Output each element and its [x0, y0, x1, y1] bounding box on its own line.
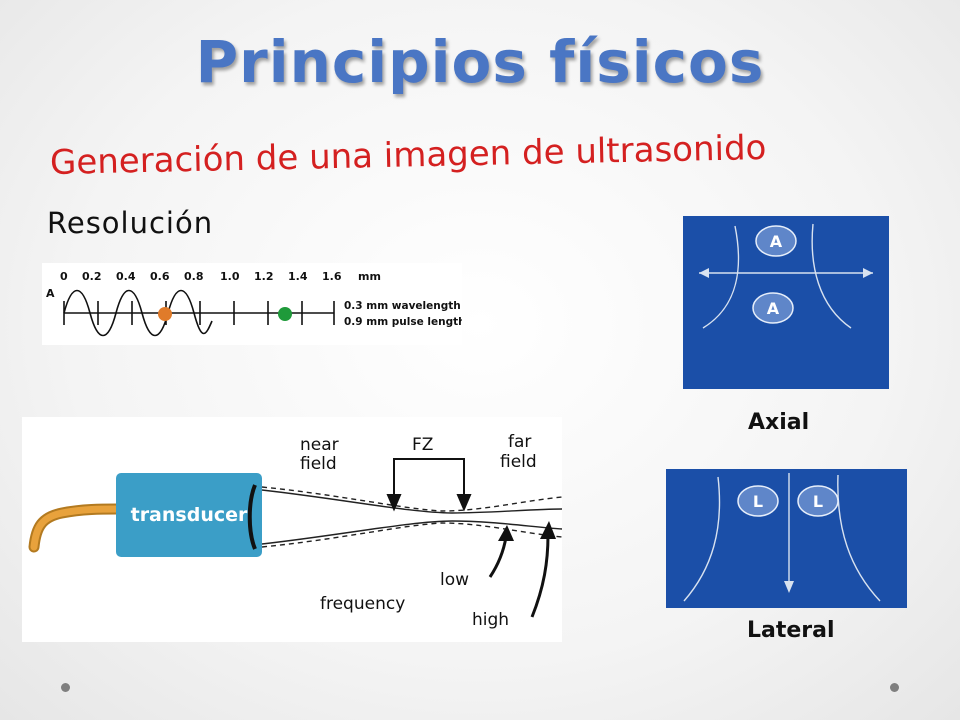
far-field-label-2: field	[500, 452, 537, 472]
tick-label: 1.0	[220, 270, 240, 283]
slide-corner-dot-right	[890, 683, 899, 692]
near-field-label: near	[300, 435, 339, 455]
legend-wavelength: 0.3 mm wavelength	[344, 300, 461, 312]
axial-resolution-panel: A A	[683, 216, 889, 389]
fz-label: FZ	[412, 435, 433, 455]
transducer-body	[116, 473, 262, 557]
lateral-marker-right: L	[813, 492, 823, 511]
beam-lines	[261, 486, 562, 548]
high-frequency-arrow	[530, 534, 550, 618]
far-field-label: far	[508, 432, 531, 452]
beam-figure: transducer near field FZ far field low f…	[22, 417, 562, 642]
tick-label: 0	[60, 270, 68, 283]
transducer-face	[247, 484, 257, 550]
tick-labels: 0 0.2 0.4 0.6 0.8 1.0 1.2 1.4 1.6 mm A	[46, 270, 381, 300]
lateral-target-left	[737, 485, 779, 517]
tick-label: 0.6	[150, 270, 170, 283]
axial-marker-bottom: A	[767, 299, 780, 318]
slide-title: Principios físicos	[195, 28, 765, 96]
tick-label: 1.2	[254, 270, 274, 283]
high-label: high	[472, 610, 509, 630]
low-frequency-arrow	[488, 536, 508, 578]
axial-target-top	[755, 225, 797, 257]
amplitude-label: A	[46, 287, 55, 300]
pulse-wave	[63, 289, 213, 337]
tick-label: 0.8	[184, 270, 204, 283]
lateral-marker-left: L	[753, 492, 763, 511]
tick-label: 1.4	[288, 270, 308, 283]
near-field-label-2: field	[300, 454, 337, 474]
axial-marker-top: A	[770, 232, 783, 251]
tick-label: 1.6	[322, 270, 342, 283]
lateral-target-right	[797, 485, 839, 517]
transducer-label: transducer	[131, 504, 248, 526]
tick-label: 0.2	[82, 270, 102, 283]
wave-start-dot	[158, 307, 172, 321]
focal-zone-bracket	[386, 458, 472, 512]
axis-unit: mm	[358, 270, 381, 283]
wavelength-figure: 0 0.2 0.4 0.6 0.8 1.0 1.2 1.4 1.6 mm A 0…	[42, 263, 462, 345]
axial-caption: Axial	[748, 410, 810, 435]
tick-label: 0.4	[116, 270, 136, 283]
lateral-caption: Lateral	[747, 618, 835, 643]
lateral-resolution-panel: L L	[666, 469, 907, 608]
legend-pulse-length: 0.9 mm pulse length	[344, 316, 462, 328]
slide-subtitle: Generación de una imagen de ultrasonido	[49, 127, 767, 183]
slide-corner-dot-left	[61, 683, 70, 692]
wave-end-dot	[278, 307, 292, 321]
axial-target-bottom	[752, 292, 794, 324]
low-label: low	[440, 570, 469, 590]
frequency-label: frequency	[320, 594, 405, 614]
transducer-cable	[28, 503, 124, 553]
section-heading: Resolución	[47, 206, 214, 240]
